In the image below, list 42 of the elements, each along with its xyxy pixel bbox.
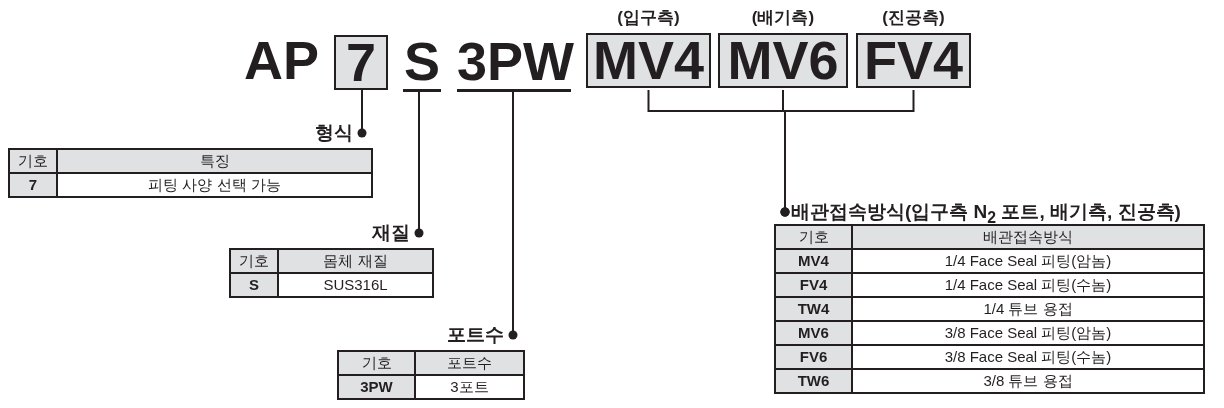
description-cell: 3/8 튜브 용접 bbox=[852, 369, 1204, 393]
description-cell: 피팅 사양 선택 가능 bbox=[57, 173, 372, 197]
description-cell: 3포트 bbox=[415, 375, 524, 399]
leader-line bbox=[357, 89, 367, 138]
code-cell: MV6 bbox=[775, 321, 852, 345]
underlined-code: S bbox=[403, 35, 441, 92]
description-cell: 3/8 Face Seal 피팅(암놈) bbox=[852, 321, 1204, 345]
port-side-heading: (진공측) bbox=[881, 7, 946, 29]
code-box: FV4 bbox=[856, 33, 971, 88]
code-cell: FV4 bbox=[775, 273, 852, 297]
code-box: MV4 bbox=[586, 33, 711, 88]
description-cell: SUS316L bbox=[278, 273, 433, 297]
code-box: MV6 bbox=[718, 33, 848, 88]
code-cell: 7 bbox=[9, 173, 57, 197]
leader-line bbox=[508, 91, 518, 340]
section-heading: 포트수 bbox=[447, 323, 504, 347]
code-cell: TW6 bbox=[775, 369, 852, 393]
code-box: 7 bbox=[334, 35, 388, 90]
code-cell: S bbox=[230, 273, 278, 297]
port-side-heading: (배기측) bbox=[750, 7, 816, 29]
port-side-heading: (입구측) bbox=[616, 7, 681, 29]
leader-line bbox=[414, 91, 424, 238]
table-header: 기호 bbox=[230, 249, 278, 273]
code-cell: MV4 bbox=[775, 249, 852, 273]
description-cell: 1/4 튜브 용접 bbox=[852, 297, 1204, 321]
section-heading: 형식 bbox=[315, 121, 353, 145]
table-header: 특징 bbox=[57, 149, 372, 173]
description-cell: 1/4 Face Seal 피팅(수놈) bbox=[852, 273, 1204, 297]
code-cell: FV6 bbox=[775, 345, 852, 369]
description-cell: 1/4 Face Seal 피팅(암놈) bbox=[852, 249, 1204, 273]
leader-line bbox=[780, 89, 915, 217]
code-cell: TW4 bbox=[775, 297, 852, 321]
table-header: 몸체 재질 bbox=[278, 249, 433, 273]
description-cell: 3/8 Face Seal 피팅(수놈) bbox=[852, 345, 1204, 369]
table-header: 포트수 bbox=[415, 351, 524, 375]
section-heading: 재질 bbox=[372, 221, 410, 245]
table-header: 기호 bbox=[9, 149, 57, 173]
table-header: 배관접속방식 bbox=[852, 225, 1204, 249]
code-cell: 3PW bbox=[338, 375, 415, 399]
table-header: 기호 bbox=[338, 351, 415, 375]
model-prefix: AP bbox=[244, 35, 319, 90]
table-header: 기호 bbox=[775, 225, 852, 249]
